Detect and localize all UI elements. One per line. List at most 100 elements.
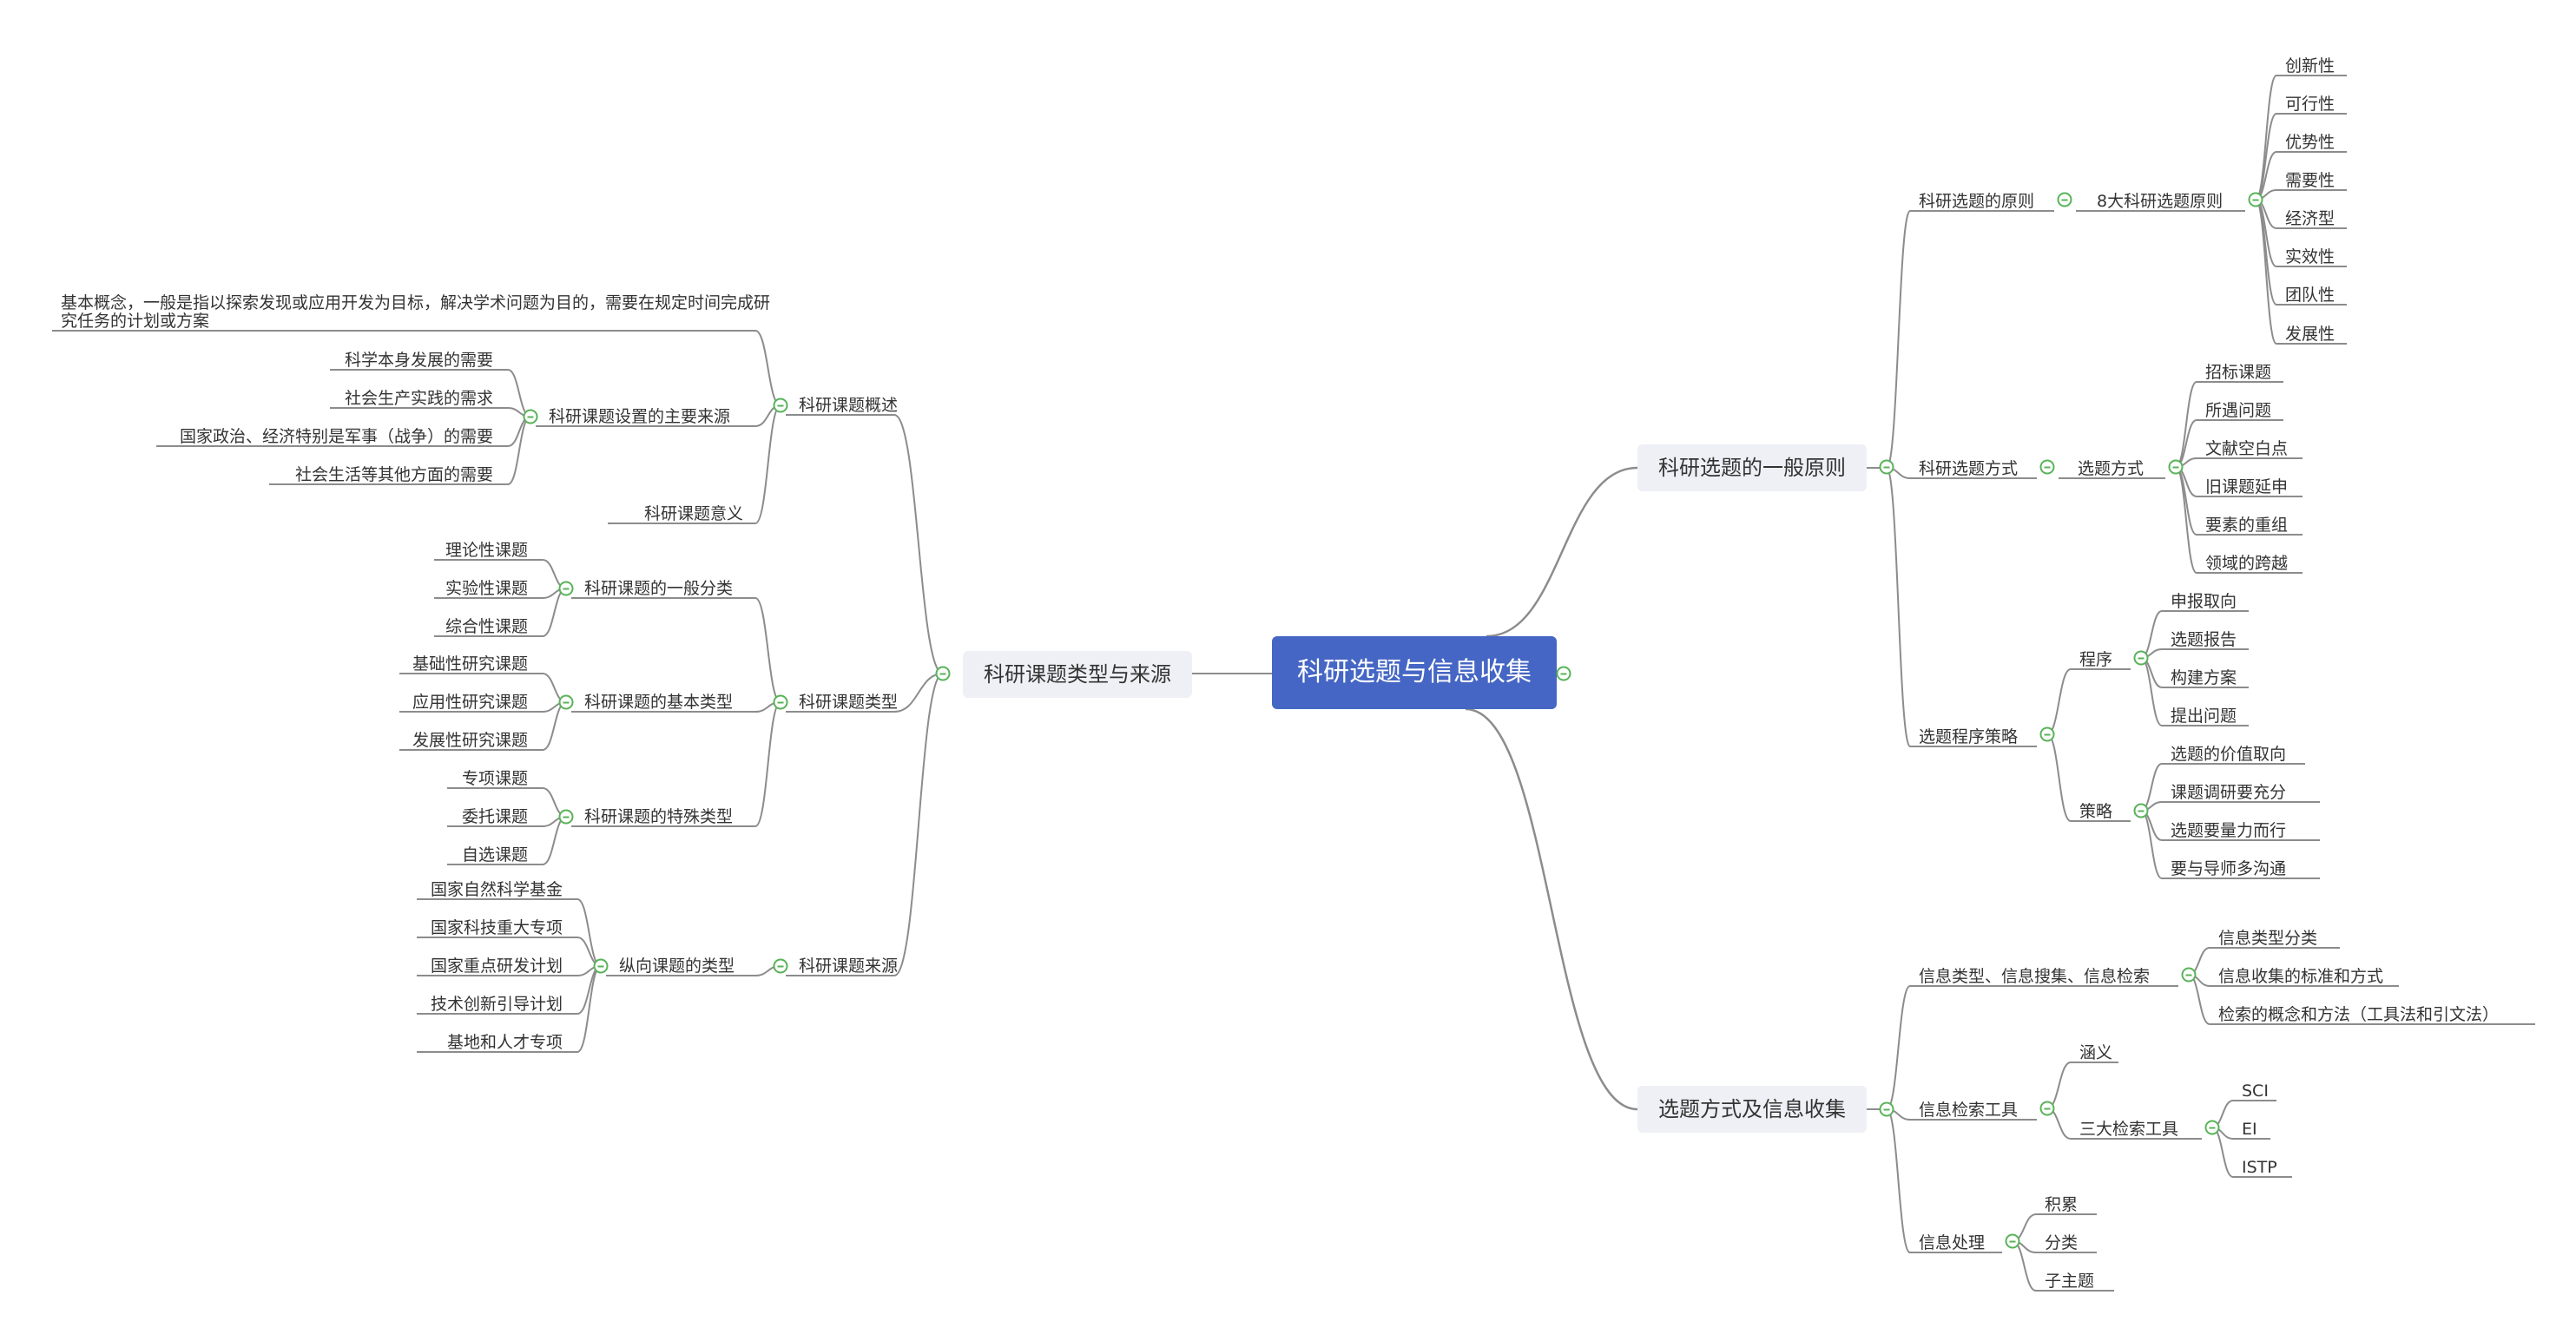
collapse-toggle-icon[interactable] [935, 666, 951, 681]
collapse-toggle-icon[interactable] [1556, 666, 1571, 681]
basic-item[interactable]: 基础性研究课题 [412, 654, 528, 674]
vertical-item[interactable]: 国家重点研发计划 [430, 956, 563, 976]
topic-principle[interactable]: 科研选题的原则 [1919, 192, 2035, 211]
collapse-toggle-icon[interactable] [773, 398, 788, 413]
principle-item[interactable]: 团队性 [2285, 286, 2336, 305]
connector-curve [2175, 381, 2197, 468]
root-topic[interactable]: 科研选题与信息收集 [1272, 636, 1557, 709]
topic-three-tools[interactable]: 三大检索工具 [2079, 1120, 2179, 1139]
info-item[interactable]: 信息类型分类 [2218, 929, 2318, 948]
vertical-item[interactable]: 国家科技重大专项 [430, 918, 563, 937]
main-topic-types-sources[interactable]: 科研课题类型与来源 [963, 651, 1192, 698]
principle-item[interactable]: 发展性 [2285, 325, 2336, 344]
topic-basic-types[interactable]: 科研课题的基本类型 [584, 693, 734, 712]
basic-item[interactable]: 发展性研究课题 [412, 731, 528, 750]
main-topic-collection[interactable]: 选题方式及信息收集 [1637, 1086, 1867, 1133]
topic-general-class[interactable]: 科研课题的一般分类 [584, 579, 734, 598]
topic-source[interactable]: 科研课题来源 [799, 956, 899, 976]
principle-item[interactable]: 创新性 [2285, 56, 2336, 76]
procedure-item[interactable]: 选题报告 [2171, 630, 2237, 649]
tool-item[interactable]: SCI [2242, 1081, 2269, 1101]
general-item[interactable]: 实验性课题 [445, 579, 528, 598]
topic-main-sources[interactable]: 科研课题设置的主要来源 [549, 407, 731, 426]
basic-item[interactable]: 应用性研究课题 [412, 693, 528, 712]
topic-overview[interactable]: 科研课题概述 [799, 396, 899, 415]
special-item[interactable]: 自选课题 [461, 845, 528, 864]
processing-item[interactable]: 子主题 [2045, 1272, 2095, 1291]
collapse-toggle-icon[interactable] [558, 694, 574, 710]
collapse-toggle-icon[interactable] [558, 809, 574, 825]
topic-info[interactable]: 信息类型、信息搜集、信息检索 [1919, 967, 2151, 986]
source-item[interactable]: 科学本身发展的需要 [344, 351, 493, 370]
procedure-item[interactable]: 提出问题 [2171, 707, 2237, 726]
general-item[interactable]: 综合性课题 [445, 617, 528, 636]
collapse-toggle-icon[interactable] [2057, 192, 2072, 207]
tactics-item[interactable]: 课题调研要充分 [2171, 783, 2287, 802]
topic-types[interactable]: 科研课题类型 [799, 693, 899, 712]
overview-definition[interactable]: 基本概念，一般是指以探索发现或应用开发为目标，解决学术问题为目的，需要在规定时间… [61, 293, 771, 331]
tool-item[interactable]: ISTP [2242, 1158, 2277, 1177]
topic-method[interactable]: 科研选题方式 [1919, 459, 2019, 478]
principle-item[interactable]: 需要性 [2285, 171, 2336, 190]
tactics-item[interactable]: 选题要量力而行 [2171, 821, 2287, 840]
topic-way[interactable]: 选题方式 [2078, 459, 2144, 478]
main-topic-principles[interactable]: 科研选题的一般原则 [1637, 444, 1867, 491]
way-item[interactable]: 所遇问题 [2205, 401, 2272, 420]
collapse-toggle-icon[interactable] [2133, 803, 2149, 818]
collapse-toggle-icon[interactable] [2005, 1233, 2020, 1249]
principle-item[interactable]: 经济型 [2285, 209, 2336, 228]
collapse-toggle-icon[interactable] [2168, 459, 2184, 475]
way-item[interactable]: 旧课题延申 [2205, 477, 2289, 496]
source-item[interactable]: 国家政治、经济特别是军事（战争）的需要 [179, 427, 493, 446]
source-item[interactable]: 社会生活等其他方面的需要 [294, 465, 493, 484]
special-item[interactable]: 委托课题 [461, 807, 528, 826]
way-item[interactable]: 招标课题 [2205, 363, 2272, 382]
principle-item[interactable]: 优势性 [2285, 133, 2336, 152]
collapse-toggle-icon[interactable] [558, 581, 574, 596]
topic-vertical-types[interactable]: 纵向课题的类型 [619, 956, 735, 976]
topic-tactics[interactable]: 策略 [2079, 802, 2113, 821]
topic-special-types[interactable]: 科研课题的特殊类型 [584, 807, 734, 826]
topic-processing[interactable]: 信息处理 [1919, 1233, 1986, 1252]
topic-eight-principles[interactable]: 8大科研选题原则 [2097, 192, 2224, 211]
vertical-item[interactable]: 技术创新引导计划 [430, 995, 563, 1014]
collapse-toggle-icon[interactable] [2039, 1101, 2055, 1116]
procedure-item[interactable]: 构建方案 [2171, 668, 2237, 687]
way-item[interactable]: 文献空白点 [2205, 439, 2289, 458]
topic-strategy[interactable]: 选题程序策略 [1919, 727, 2019, 746]
tactics-item[interactable]: 选题的价值取向 [2171, 745, 2287, 764]
source-item[interactable]: 社会生产实践的需求 [344, 389, 493, 408]
vertical-item[interactable]: 基地和人才专项 [446, 1033, 563, 1052]
procedure-item[interactable]: 申报取向 [2171, 592, 2237, 611]
collapse-toggle-icon[interactable] [2248, 192, 2263, 207]
topic-retrieval[interactable]: 信息检索工具 [1919, 1101, 2019, 1120]
collapse-toggle-icon[interactable] [773, 694, 788, 710]
principle-item[interactable]: 可行性 [2285, 95, 2336, 114]
collapse-toggle-icon[interactable] [1879, 459, 1894, 475]
collapse-toggle-icon[interactable] [2039, 726, 2055, 742]
tactics-item[interactable]: 要与导师多沟通 [2171, 859, 2287, 878]
collapse-toggle-icon[interactable] [1879, 1101, 1894, 1117]
processing-item[interactable]: 分类 [2045, 1233, 2079, 1252]
topic-procedure[interactable]: 程序 [2079, 650, 2113, 669]
tool-item[interactable]: EI [2242, 1120, 2257, 1139]
processing-item[interactable]: 积累 [2045, 1195, 2079, 1214]
way-item[interactable]: 领域的跨越 [2205, 554, 2289, 573]
collapse-toggle-icon[interactable] [2133, 650, 2149, 666]
connector-curve [2046, 668, 2072, 735]
collapse-toggle-icon[interactable] [2039, 459, 2055, 475]
collapse-toggle-icon[interactable] [523, 409, 538, 424]
retrieval-meaning[interactable]: 涵义 [2079, 1043, 2113, 1062]
collapse-toggle-icon[interactable] [2204, 1120, 2220, 1135]
info-item[interactable]: 检索的概念和方法（工具法和引文法） [2218, 1005, 2500, 1024]
way-item[interactable]: 要素的重组 [2205, 516, 2289, 535]
collapse-toggle-icon[interactable] [593, 958, 609, 974]
collapse-toggle-icon[interactable] [773, 958, 788, 974]
general-item[interactable]: 理论性课题 [445, 541, 528, 560]
vertical-item[interactable]: 国家自然科学基金 [430, 880, 563, 899]
topic-meaning[interactable]: 科研课题意义 [643, 504, 743, 523]
special-item[interactable]: 专项课题 [461, 769, 528, 788]
principle-item[interactable]: 实效性 [2285, 247, 2336, 266]
collapse-toggle-icon[interactable] [2181, 967, 2197, 983]
info-item[interactable]: 信息收集的标准和方式 [2218, 967, 2384, 986]
